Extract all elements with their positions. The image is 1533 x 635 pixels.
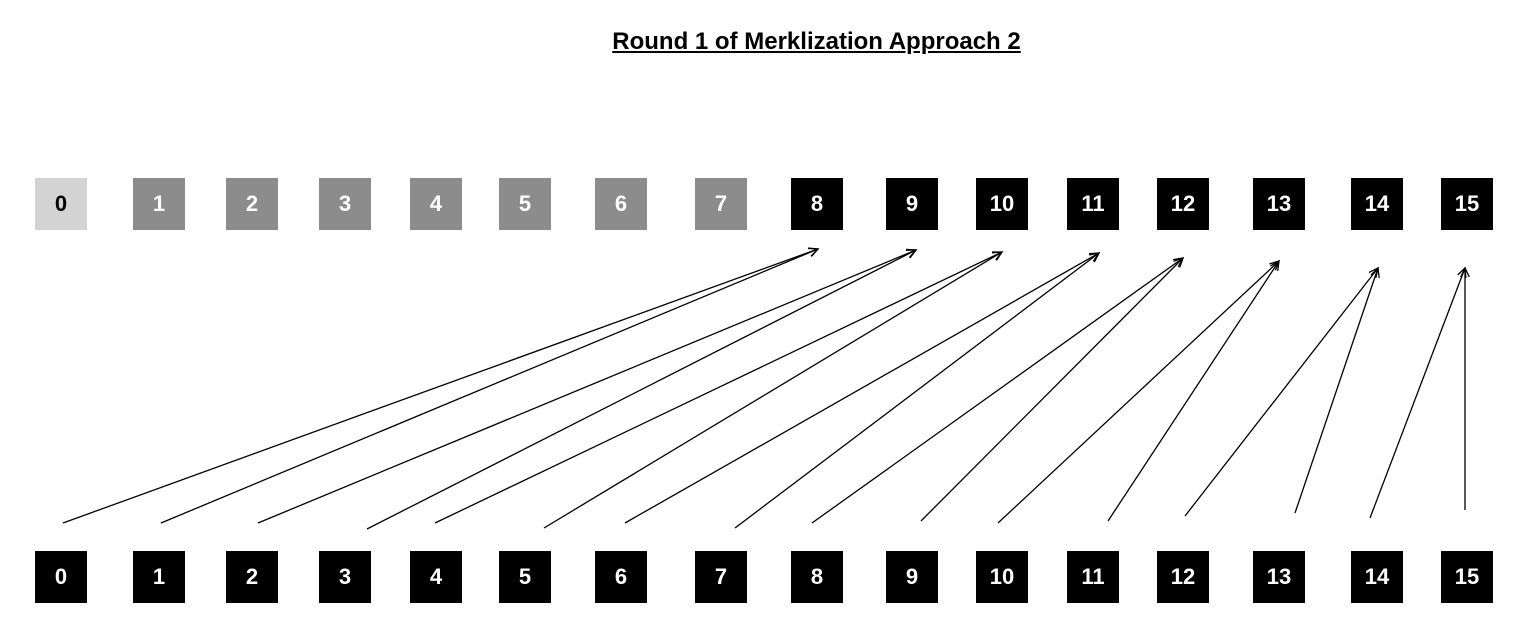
top-node: 14 xyxy=(1351,178,1403,230)
node-label: 1 xyxy=(152,564,166,589)
node-label: 7 xyxy=(714,191,728,216)
node-label: 7 xyxy=(714,564,728,589)
edge-line xyxy=(543,251,1003,529)
bottom-node: 7 xyxy=(695,551,747,603)
arrowhead xyxy=(1269,259,1281,271)
arrowhead xyxy=(905,248,918,258)
node-label: 2 xyxy=(245,191,259,216)
node-label: 11 xyxy=(1081,564,1105,589)
edge-line xyxy=(62,248,819,524)
node-label: 14 xyxy=(1364,191,1390,216)
node-label: 13 xyxy=(1266,564,1292,589)
node-label: 6 xyxy=(614,564,628,589)
node-label: 14 xyxy=(1364,564,1390,589)
edge-line xyxy=(1184,267,1379,517)
node-label: 0 xyxy=(54,564,68,589)
top-node: 9 xyxy=(886,178,938,230)
diagram-title: Round 1 of Merklization Approach 2 xyxy=(612,28,1021,55)
node-label: 4 xyxy=(429,191,443,216)
bottom-node: 14 xyxy=(1351,551,1403,603)
top-node: 13 xyxy=(1253,178,1305,230)
bottom-node: 8 xyxy=(791,551,843,603)
node-label: 6 xyxy=(614,191,628,216)
edge-line xyxy=(160,248,819,524)
bottom-node: 3 xyxy=(319,551,371,603)
node-label: 8 xyxy=(810,564,824,589)
node-label: 4 xyxy=(429,564,443,589)
node-label: 5 xyxy=(518,564,532,589)
node-label: 12 xyxy=(1170,191,1196,216)
arrowhead xyxy=(808,247,820,257)
node-label: 2 xyxy=(245,564,259,589)
node-label: 0 xyxy=(54,191,68,216)
arrowhead xyxy=(1173,256,1185,268)
node-label: 15 xyxy=(1454,564,1480,589)
edge-line xyxy=(1107,260,1280,522)
edge-line xyxy=(624,252,1100,524)
top-node: 5 xyxy=(499,178,551,230)
node-label: 5 xyxy=(518,191,532,216)
node-label: 11 xyxy=(1081,191,1105,216)
node-label: 10 xyxy=(989,564,1015,589)
top-node: 10 xyxy=(976,178,1028,230)
bottom-node: 2 xyxy=(226,551,278,603)
bottom-node: 15 xyxy=(1441,551,1493,603)
bottom-node: 1 xyxy=(133,551,185,603)
node-label: 9 xyxy=(905,564,919,589)
arrowhead xyxy=(1368,266,1379,278)
top-node: 2 xyxy=(226,178,278,230)
bottom-node: 11 xyxy=(1067,551,1119,603)
edge-line xyxy=(920,257,1184,522)
node-label: 12 xyxy=(1170,564,1196,589)
edge-line xyxy=(1294,267,1379,514)
arrowhead xyxy=(1457,266,1467,279)
arrowhead xyxy=(1270,259,1280,271)
arrowhead xyxy=(1460,266,1470,278)
edge-line xyxy=(434,251,1003,524)
node-label: 10 xyxy=(989,191,1015,216)
edge-line xyxy=(997,260,1280,524)
top-node: 11 xyxy=(1067,178,1119,230)
bottom-node: 5 xyxy=(499,551,551,603)
edge-line xyxy=(366,249,917,530)
top-node: 0 xyxy=(35,178,87,230)
bottom-node: 9 xyxy=(886,551,938,603)
bottom-node: 6 xyxy=(595,551,647,603)
edge-line xyxy=(1369,267,1466,519)
node-label: 3 xyxy=(338,191,352,216)
top-node: 7 xyxy=(695,178,747,230)
bottom-node: 13 xyxy=(1253,551,1305,603)
arrowhead xyxy=(807,247,820,257)
arrowhead xyxy=(1172,257,1185,268)
node-label: 1 xyxy=(152,191,166,216)
node-label: 9 xyxy=(905,191,919,216)
top-node: 15 xyxy=(1441,178,1493,230)
arrowhead xyxy=(1370,266,1380,278)
arrowhead xyxy=(1088,252,1101,262)
bottom-node: 4 xyxy=(410,551,462,603)
arrowhead xyxy=(991,251,1004,261)
top-node: 8 xyxy=(791,178,843,230)
top-node: 12 xyxy=(1157,178,1209,230)
bottom-node: 12 xyxy=(1157,551,1209,603)
node-label: 3 xyxy=(338,564,352,589)
bottom-node: 0 xyxy=(35,551,87,603)
node-label: 8 xyxy=(810,191,824,216)
top-node: 3 xyxy=(319,178,371,230)
edge-line xyxy=(257,249,917,524)
top-node: 6 xyxy=(595,178,647,230)
node-label: 13 xyxy=(1266,191,1292,216)
edge-line xyxy=(734,252,1100,529)
edge-line xyxy=(811,257,1184,524)
arrowhead xyxy=(905,249,918,259)
bottom-node: 10 xyxy=(976,551,1028,603)
top-node: 4 xyxy=(410,178,462,230)
node-label: 15 xyxy=(1454,191,1480,216)
arrowhead xyxy=(1089,252,1101,263)
arrowhead xyxy=(992,251,1004,261)
top-node: 1 xyxy=(133,178,185,230)
